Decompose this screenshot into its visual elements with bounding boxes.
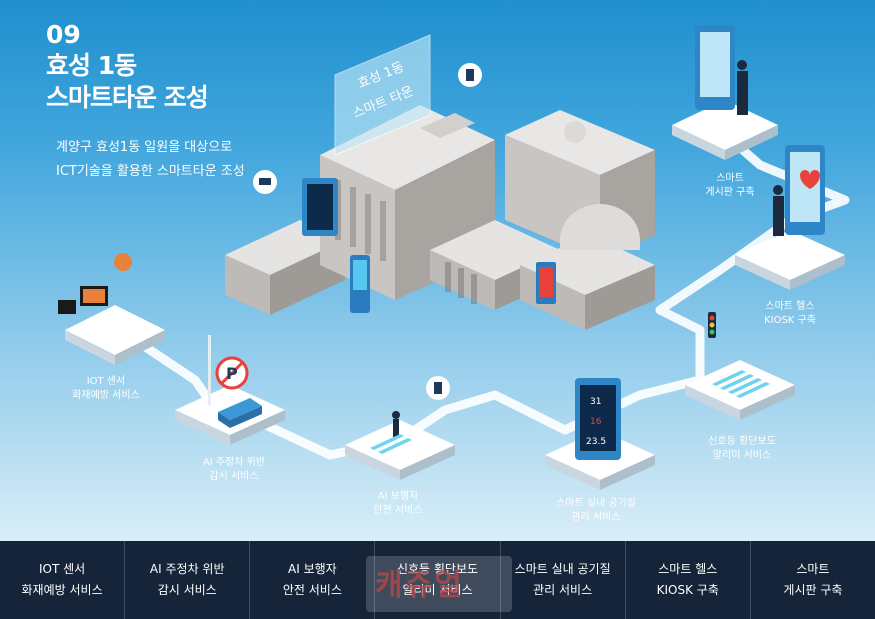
- summary-line2: 감시 서비스: [157, 583, 217, 597]
- summary-line2: 게시판 구축: [783, 583, 843, 597]
- pedestrian-figure: [392, 411, 400, 437]
- station-label-line2: 감시 서비스: [209, 471, 259, 482]
- wifi-badge-icon: [458, 63, 482, 87]
- summary-line1: 신호등 횡단보도: [396, 562, 479, 576]
- station-label-parking: AI 주정차 위반 감시 서비스: [203, 456, 265, 484]
- station-label-line1: 스마트 실내 공기질: [556, 498, 636, 509]
- summary-line2: 화재예방 서비스: [21, 583, 103, 597]
- description-line2: ICT기술을 활용한 스마트타운 조성: [56, 164, 245, 179]
- security-monitors: [58, 286, 108, 314]
- page-title-line1: 효성 1동: [46, 51, 137, 80]
- station-label-line1: IOT 센서: [86, 376, 126, 387]
- watermark-box: [366, 556, 512, 612]
- summary-line2: 관리 서비스: [533, 583, 593, 597]
- isometric-map: 효성 1동 스마트 타운: [58, 25, 845, 490]
- summary-cell-crosswalk: 신호등 횡단보도 알리미 서비스: [374, 541, 499, 619]
- parking-sign-icon: [215, 356, 249, 390]
- station-label-line2: 안전 서비스: [373, 505, 423, 516]
- platform-ai-pedestrian: [345, 420, 455, 480]
- description: 계양구 효성1동 일원을 대상으로 ICT기술을 활용한 스마트타운 조성: [56, 136, 245, 184]
- summary-line1: AI 보행자: [288, 562, 337, 576]
- wall-screen: [536, 262, 556, 304]
- central-building: [225, 105, 655, 330]
- summary-cell-pedestrian: AI 보행자 안전 서비스: [249, 541, 374, 619]
- section-number: 09: [46, 20, 81, 49]
- station-label-iot: IOT 센서 화재예방 서비스: [72, 375, 140, 403]
- station-label-line2: 알리미 서비스: [712, 450, 772, 461]
- kiosk-user-figure: [773, 185, 784, 236]
- watermark-logo: 캐쥬얼: [375, 568, 464, 603]
- station-label-line1: AI 보행자: [377, 491, 419, 502]
- station-label-line2: 화재예방 서비스: [72, 390, 140, 401]
- platform-iot-sensor: [65, 305, 165, 365]
- station-label-board: 스마트 게시판 구축: [705, 172, 754, 200]
- summary-line1: 스마트 실내 공기질: [514, 562, 611, 576]
- summary-cell-health: 스마트 헬스 KIOSK 구축: [624, 541, 750, 619]
- summary-cell-air: 스마트 실내 공기질 관리 서비스: [499, 541, 625, 619]
- station-label-line1: 신호등 횡단보도: [708, 436, 776, 447]
- station-label-crosswalk: 신호등 횡단보도 알리미 서비스: [708, 435, 776, 463]
- summary-line2: 알리미 서비스: [402, 583, 473, 597]
- parked-van: [218, 398, 262, 428]
- summary-line1: AI 주정차 위반: [149, 562, 225, 576]
- summary-cell-iot: IOT 센서 화재예방 서비스: [0, 541, 124, 619]
- smart-board-kiosk: [695, 25, 735, 110]
- pedestrian-crosswalk: [370, 434, 412, 454]
- infographic-stage: 효성 1동 스마트 타운: [0, 0, 875, 541]
- mini-kiosk: [350, 255, 370, 313]
- summary-cell-board: 스마트 게시판 구축: [749, 541, 875, 619]
- parking-sign-letter: P: [226, 364, 238, 383]
- station-label-health: 스마트 헬스 KIOSK 구축: [764, 300, 816, 328]
- summary-line2: 안전 서비스: [282, 583, 342, 597]
- summary-cell-parking: AI 주정차 위반 감시 서비스: [124, 541, 249, 619]
- summary-line2: KIOSK 구축: [656, 583, 719, 597]
- station-label-air: 스마트 실내 공기질 관리 서비스: [556, 497, 636, 525]
- platform-health-kiosk: [735, 230, 845, 290]
- title-block: 09 효성 1동 스마트타운 조성: [46, 20, 209, 114]
- board-user-figure: [737, 60, 748, 115]
- health-kiosk: [785, 145, 825, 235]
- air-value-2: 16: [590, 417, 602, 427]
- air-quality-display-small: [302, 178, 338, 236]
- wifi-badge-2-icon: [426, 376, 450, 400]
- summary-line1: 스마트: [796, 562, 830, 576]
- station-label-line2: 관리 서비스: [571, 512, 621, 523]
- station-label-line1: 스마트: [716, 173, 744, 184]
- traffic-light: [708, 312, 716, 338]
- platform-crosswalk: [685, 360, 795, 420]
- platform-smart-board: [672, 100, 778, 160]
- service-summary-bar: IOT 센서 화재예방 서비스 AI 주정차 위반 감시 서비스 AI 보행자 …: [0, 541, 875, 619]
- station-label-line2: 게시판 구축: [705, 187, 755, 198]
- station-label-line1: 스마트 헬스: [765, 301, 815, 312]
- cctv-pole: [208, 335, 211, 405]
- floating-billboard: [334, 34, 431, 156]
- description-line1: 계양구 효성1동 일원을 대상으로: [56, 140, 233, 155]
- summary-line1: 스마트 헬스: [658, 562, 718, 576]
- station-label-line2: KIOSK 구축: [764, 315, 816, 326]
- air-quality-kiosk: [575, 378, 621, 460]
- fire-alert-icon: [114, 253, 132, 271]
- page-title-line2: 스마트타운 조성: [46, 83, 209, 112]
- air-value-1: 31: [590, 397, 601, 407]
- summary-line1: IOT 센서: [38, 562, 86, 576]
- air-value-3: 23.5: [586, 437, 606, 447]
- cctv-badge-icon: [253, 170, 277, 194]
- station-label-line1: AI 주정차 위반: [202, 457, 266, 468]
- station-label-pedestrian: AI 보행자 안전 서비스: [373, 490, 422, 518]
